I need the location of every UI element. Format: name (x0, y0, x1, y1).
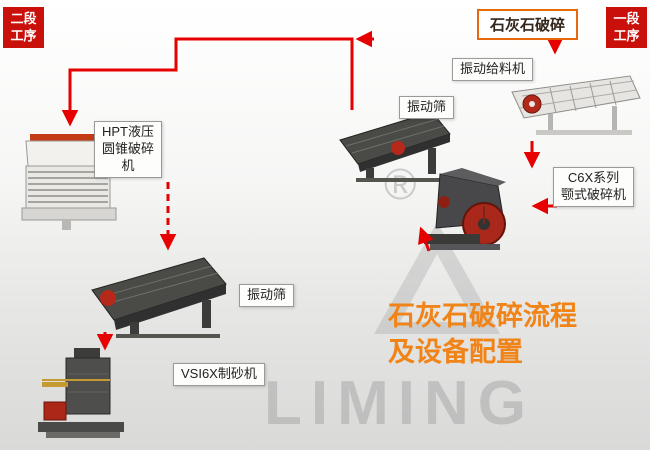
label-jaw-crusher: C6X系列 颚式破碎机 (553, 167, 635, 207)
label-vibrating-screen-left: 振动筛 (239, 284, 295, 307)
stage-badge-first-line1: 一段 (613, 10, 640, 26)
stage-badge-second-line2: 工序 (10, 27, 37, 43)
label-cone-crusher-line2: 圆锥破碎 (102, 140, 155, 156)
vibrating-feeder-illustration (500, 70, 645, 147)
source-label-limestone: 石灰石破碎 (477, 9, 579, 40)
diagram-caption: 石灰石破碎流程 及设备配置 (388, 298, 577, 371)
vibrating-screen-right-illustration (336, 104, 461, 189)
brand-triangle-logo-watermark (374, 222, 500, 334)
stage-badge-second: 二段 工序 (3, 7, 44, 48)
registered-trademark-watermark: ® (384, 160, 417, 209)
label-jaw-crusher-line1: C6X系列 (567, 170, 620, 185)
stage-badge-first-line2: 工序 (613, 27, 640, 43)
brand-watermark: LIMING (264, 369, 535, 438)
label-cone-crusher-line1: HPT液压 (102, 124, 155, 139)
label-cone-crusher: HPT液压 圆锥破碎 机 (94, 121, 163, 178)
label-sand-maker: VSI6X制砂机 (173, 363, 265, 386)
label-cone-crusher-line3: 机 (121, 157, 135, 173)
label-vibrating-screen-right: 振动筛 (399, 96, 455, 119)
diagram-caption-line1: 石灰石破碎流程 (388, 301, 577, 331)
label-jaw-crusher-line2: 颚式破碎机 (561, 186, 627, 202)
stage-badge-second-line1: 二段 (10, 10, 37, 26)
label-vibrating-feeder: 振动给料机 (452, 58, 534, 81)
stage-badge-first: 一段 工序 (606, 7, 647, 48)
sand-maker-illustration (36, 344, 128, 450)
vibrating-screen-left-illustration (86, 248, 238, 343)
diagram-caption-line2: 及设备配置 (388, 337, 523, 368)
jaw-crusher-illustration (410, 160, 528, 273)
